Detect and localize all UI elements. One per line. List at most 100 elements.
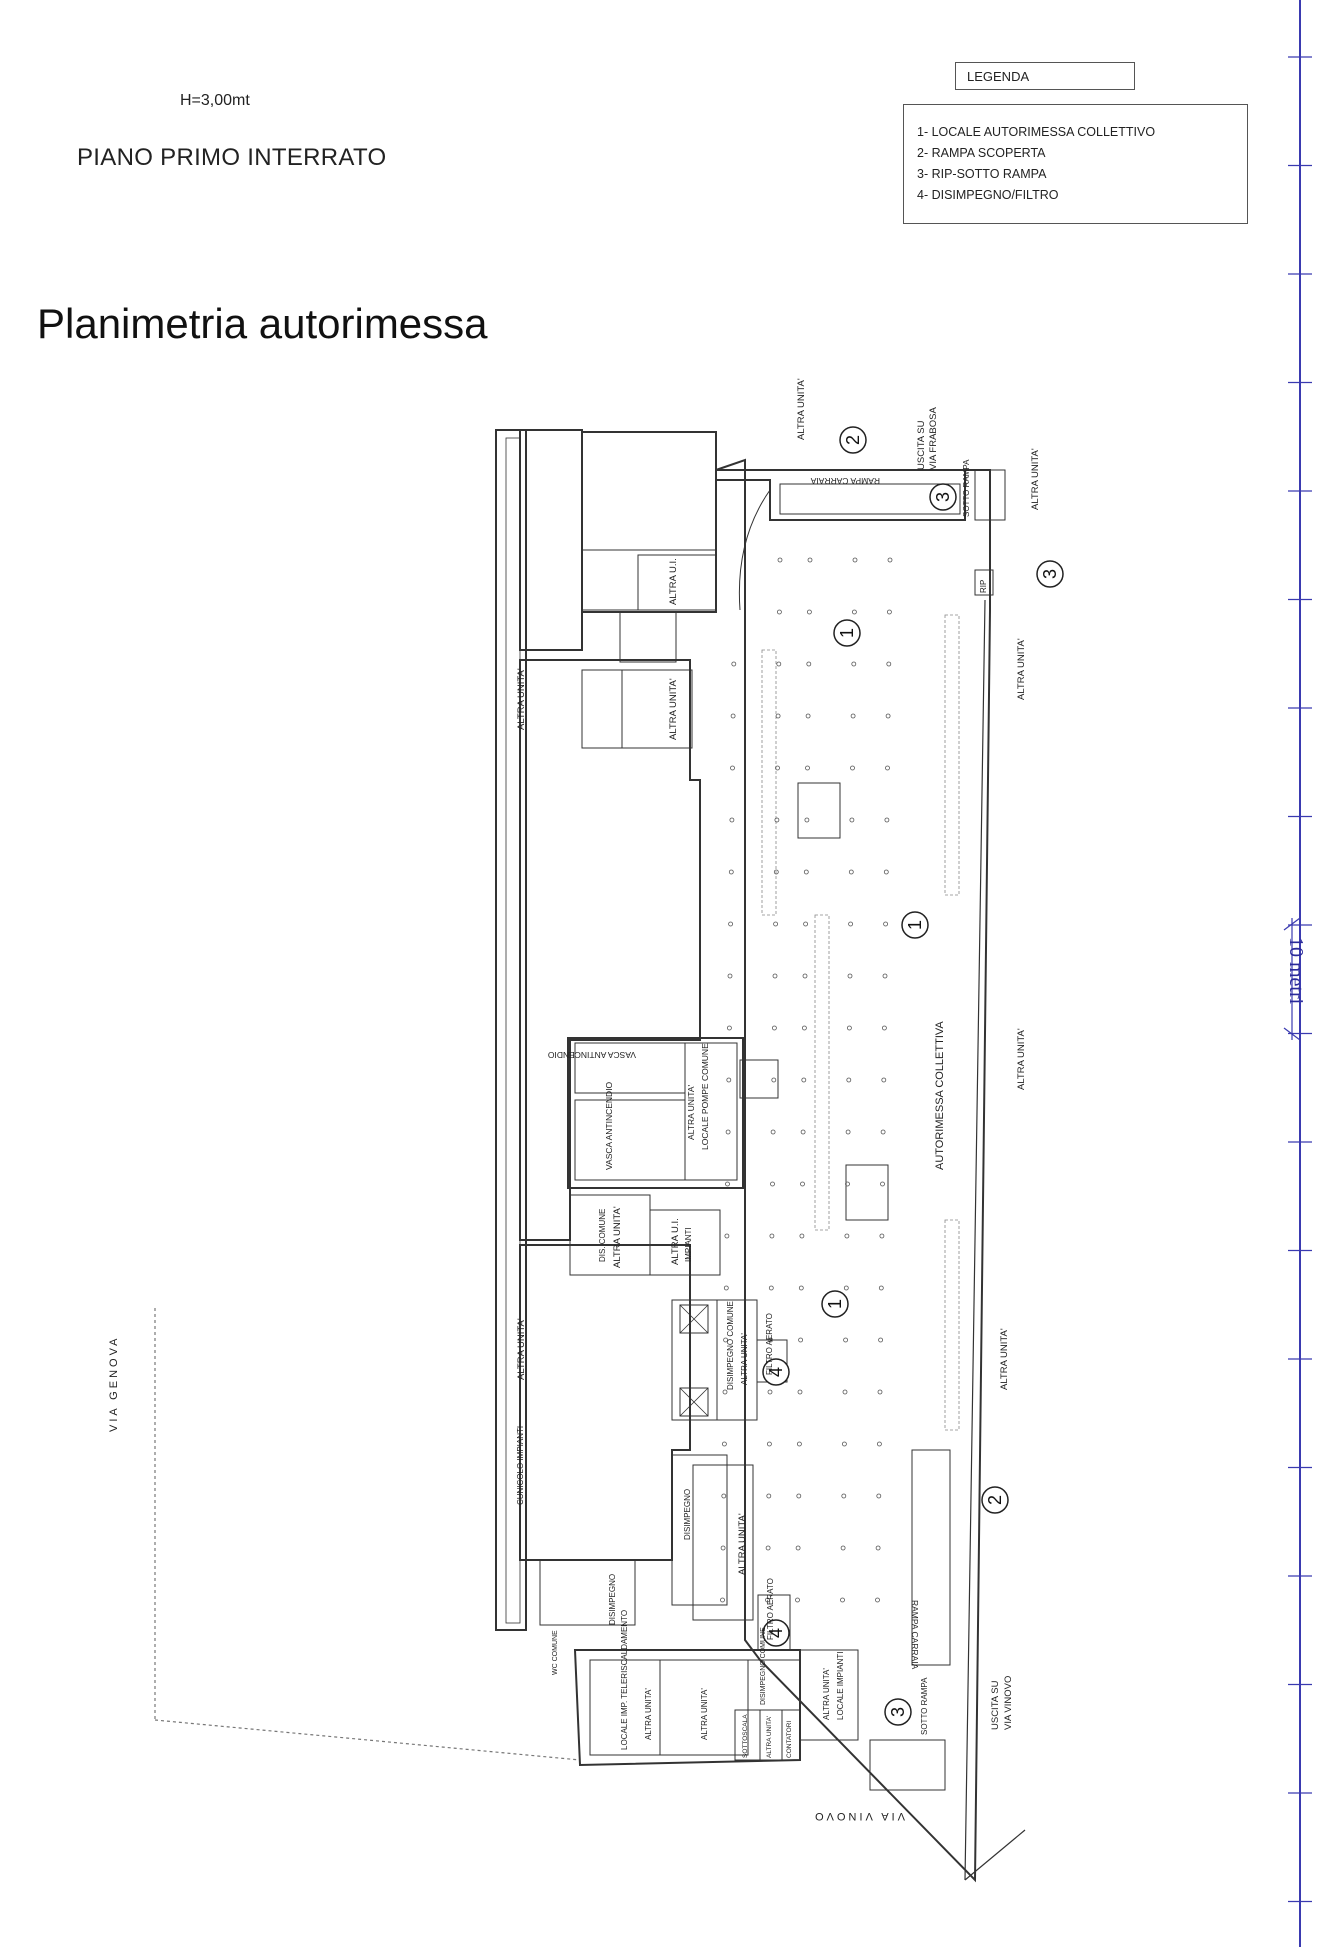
label-cunicolo-impianti: CUNICOLO IMPIANTI xyxy=(516,1425,525,1505)
label-vasca-antincendio-top: VASCA ANTINCENDIO xyxy=(547,1050,636,1060)
sotto-rampa-top xyxy=(974,469,1006,521)
column xyxy=(843,1337,848,1343)
label-altra-unita-4: ALTRA UNITA' xyxy=(700,1688,709,1740)
column xyxy=(721,1493,727,1499)
column xyxy=(727,973,733,979)
column xyxy=(878,1337,883,1343)
column xyxy=(851,661,857,667)
column xyxy=(848,869,854,875)
marker-circle xyxy=(821,1290,849,1318)
disimpegno-comune-bottom xyxy=(747,1659,801,1711)
column xyxy=(799,1233,805,1239)
marker-number: 3 xyxy=(933,492,953,502)
column xyxy=(840,1545,846,1551)
room-upper-right xyxy=(581,431,717,613)
column xyxy=(885,765,890,771)
column xyxy=(804,817,810,823)
stair-box-3 xyxy=(739,1059,779,1099)
page-title: Planimetria autorimessa xyxy=(37,300,488,347)
label-locale-teleriscaldamento: LOCALE IMP. TELERISCALDAMENTO xyxy=(620,1609,629,1750)
column xyxy=(724,1233,730,1239)
column xyxy=(723,1337,728,1343)
vasca-antincendio-bottom xyxy=(574,1099,686,1181)
column xyxy=(881,1077,887,1083)
label-sotto-rampa-top: SOTTO RAMPA xyxy=(962,459,971,518)
column xyxy=(805,765,810,771)
column xyxy=(772,1025,777,1031)
column xyxy=(769,1233,775,1239)
label-altra-unita-left-lower: ALTRA UNITA' xyxy=(516,1318,527,1380)
column xyxy=(765,1545,771,1551)
label-altra-unita-right-mid: ALTRA UNITA' xyxy=(1016,1028,1027,1090)
label-uscita-frabosa-2: VIA FRABOSA xyxy=(928,407,939,470)
column xyxy=(795,1597,800,1603)
scale-label: 10 metri xyxy=(1285,937,1307,1005)
column xyxy=(875,1545,881,1551)
legend-item: 1- LOCALE AUTORIMESSA COLLETTIVO xyxy=(917,125,1156,139)
column xyxy=(850,713,856,719)
marker-number: 3 xyxy=(888,1707,908,1717)
label-rip: RIP xyxy=(979,579,988,593)
label-altra-unita-2: ALTRA UNITA' xyxy=(737,1513,748,1575)
column xyxy=(841,1493,847,1499)
height-label: H=3,00mt xyxy=(180,92,250,109)
legend-box xyxy=(903,104,1248,224)
marker-number: 2 xyxy=(843,435,863,445)
label-altra-unita-small: ALTRA UNITA' xyxy=(766,1715,773,1758)
filtro-aerato-bottom xyxy=(757,1594,791,1651)
label-filtro-aerato-top: FILTRO AERATO xyxy=(765,1313,774,1375)
column xyxy=(842,1441,847,1447)
label-vasca-antincendio: VASCA ANTINCENDIO xyxy=(604,1081,614,1170)
marker-circle xyxy=(981,1486,1009,1514)
label-uscita-frabosa-1: USCITA SU xyxy=(916,420,927,470)
column xyxy=(774,817,780,823)
vasca-block xyxy=(567,1037,744,1189)
column xyxy=(767,1441,772,1447)
column xyxy=(805,713,811,719)
marker-number: 1 xyxy=(905,920,925,930)
plan-title: PIANO PRIMO INTERRATO xyxy=(77,144,387,171)
column xyxy=(802,1025,807,1031)
column xyxy=(775,713,781,719)
legend-item: 3- RIP-SOTTO RAMPA xyxy=(917,167,1047,181)
column xyxy=(797,1389,803,1395)
label-contatori: CONTATORI xyxy=(786,1720,793,1758)
column xyxy=(770,1181,775,1187)
building-walls xyxy=(495,429,1026,1883)
column xyxy=(798,1285,804,1291)
room-impianti xyxy=(649,1209,721,1276)
column xyxy=(842,1389,848,1395)
column xyxy=(879,1233,885,1239)
locale-pompe xyxy=(684,1042,738,1181)
column xyxy=(846,1077,852,1083)
label-altra-unita-5: ALTRA UNITA' xyxy=(822,1668,831,1720)
column xyxy=(775,765,780,771)
column xyxy=(800,1129,806,1135)
marker-circle xyxy=(884,1698,912,1726)
column xyxy=(886,661,892,667)
column xyxy=(722,1441,727,1447)
marker-circle xyxy=(762,1619,790,1647)
legend-title: LEGENDA xyxy=(967,69,1030,84)
dis-comune xyxy=(569,1194,651,1276)
column xyxy=(852,609,857,615)
column xyxy=(845,1129,851,1135)
disimpegno xyxy=(671,1454,728,1606)
column xyxy=(770,1129,776,1135)
garage-hall xyxy=(715,458,991,1883)
cunicolo-impianti xyxy=(519,1244,691,1561)
label-impianti: IMPIANTI xyxy=(684,1227,693,1262)
rampa-carraia-top xyxy=(779,483,961,515)
column xyxy=(852,557,858,563)
column xyxy=(806,661,812,667)
label-autorimessa-collettiva: AUTORIMESSA COLLETTIVA xyxy=(934,1021,946,1170)
column xyxy=(803,921,808,927)
column xyxy=(807,609,812,615)
marker-circle xyxy=(1036,560,1064,588)
room-altra-ui-small xyxy=(619,611,677,663)
label-altra-unita-disimpegno: ALTRA UNITA' xyxy=(740,1333,749,1385)
label-locale-impianti: LOCALE IMPIANTI xyxy=(836,1651,845,1720)
disimpegno-left xyxy=(539,1559,636,1626)
column xyxy=(797,1441,802,1447)
